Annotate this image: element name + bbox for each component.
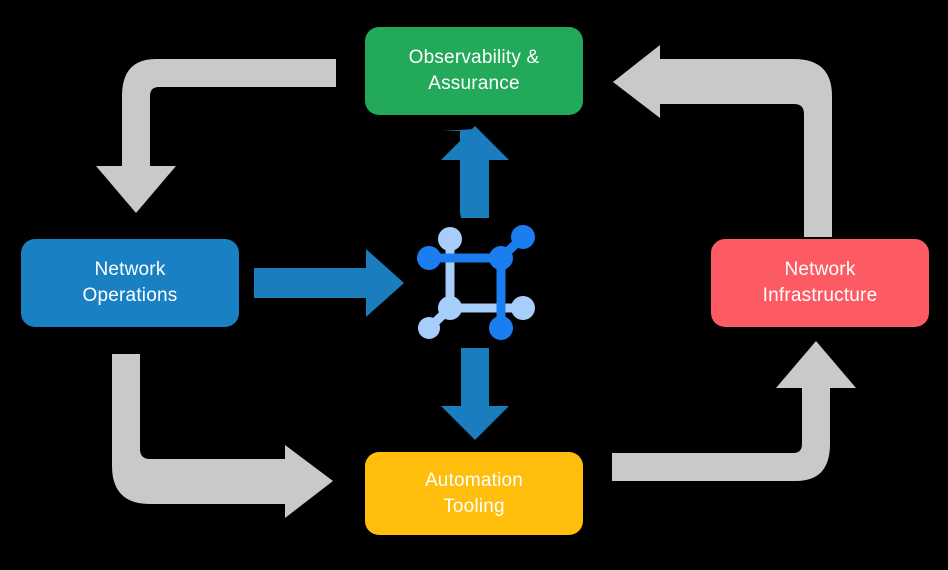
node-label-network-infrastructure: Network Infrastructure — [762, 259, 878, 306]
topology-node-mid-left-light — [438, 296, 462, 320]
node-box-observability[interactable]: Observability & Assurance — [365, 27, 583, 115]
arrow-infrastructure-to-observability — [613, 45, 832, 237]
topology-node-left-dark — [417, 246, 441, 270]
topology-node-top-right-dark — [511, 225, 535, 249]
network-topology-icon — [417, 225, 535, 340]
node-label-observability: Observability & Assurance — [408, 47, 540, 94]
topology-node-bottom-dark — [489, 316, 513, 340]
arrow-observability-to-operations — [96, 59, 336, 213]
topology-node-center-dark — [489, 246, 513, 270]
node-label-automation-tooling: Automation Tooling — [424, 469, 524, 517]
arrow-operations-to-center — [254, 249, 404, 317]
arrow-operations-to-automation — [112, 354, 333, 518]
node-box-network-operations[interactable]: Network Operations — [21, 239, 239, 327]
arrow-center-to-automation — [441, 348, 509, 440]
topology-node-top-left-light — [438, 227, 462, 251]
node-box-network-infrastructure[interactable]: Network Infrastructure — [711, 239, 929, 327]
arrow-automation-to-infrastructure — [612, 341, 856, 481]
topology-node-right-light — [511, 296, 535, 320]
node-box-automation-tooling[interactable]: Automation Tooling — [365, 452, 583, 535]
topology-node-bottom-left-light — [418, 317, 440, 339]
arrow-center-to-observability-shaft — [441, 126, 509, 218]
node-label-network-operations: Network Operations — [82, 259, 178, 306]
